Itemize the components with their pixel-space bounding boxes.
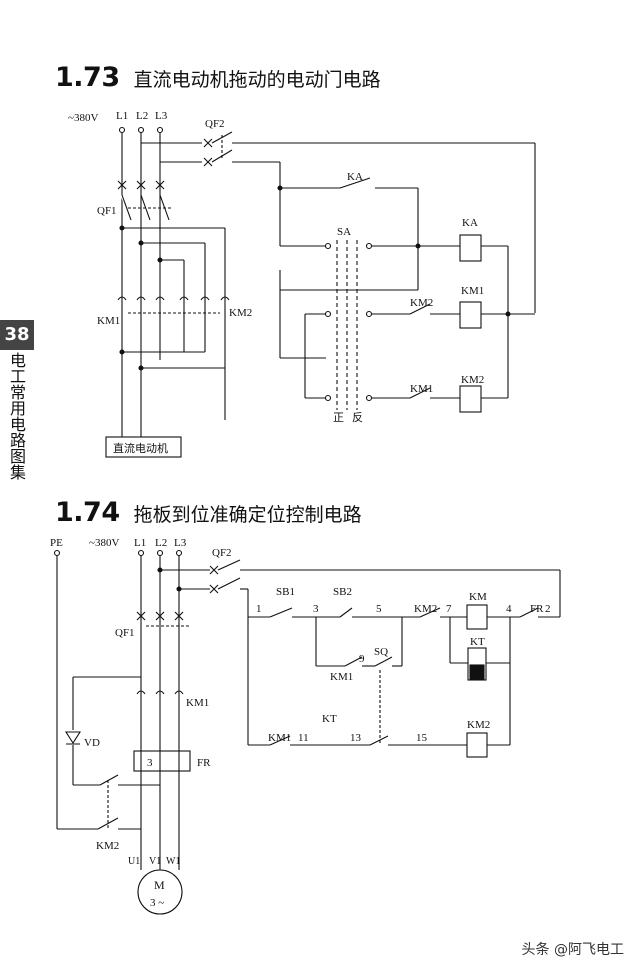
sb1-label: SB1: [276, 586, 295, 598]
node-5: 5: [376, 603, 382, 615]
reverse-label: 反: [352, 411, 363, 424]
fr-thermal-relay: [133, 750, 191, 772]
pe-label: PE: [50, 537, 63, 549]
km-contacts: KM1 KM2: [97, 296, 252, 327]
book-side-label: 电工常用电路图集: [7, 352, 26, 480]
km2-main-label: KM2: [96, 840, 119, 852]
km2-label: KM2: [229, 307, 252, 319]
qf1-label: QF1: [97, 205, 117, 217]
phase-l2: L2: [136, 110, 148, 122]
qf2-label: QF2: [212, 547, 232, 559]
km1-interlock-label: KM1: [410, 383, 433, 395]
section-title-text: 直流电动机拖动的电动门电路: [133, 69, 381, 91]
control-circuit-1-73: KA SA KA KM2 KM1: [277, 171, 535, 424]
km2-coil: [459, 385, 482, 413]
diagram-1-73: ~380V L1 L2 L3 QF1 QF2: [68, 110, 536, 458]
node-1: 1: [256, 603, 262, 615]
phase-l1: L1: [134, 537, 146, 549]
page-number-tab: 38: [0, 320, 34, 350]
km1-coil: [459, 301, 482, 329]
km2-coil-label: KM2: [467, 719, 490, 731]
motor-phase-label: 3 ~: [150, 897, 164, 909]
terminal-u1: U1: [128, 856, 140, 867]
watermark: 头条 @阿飞电工: [521, 942, 624, 958]
voltage-label: ~380V: [68, 112, 98, 124]
node-11: 11: [298, 732, 309, 744]
terminal-w1: W1: [166, 856, 180, 867]
node-15: 15: [416, 732, 428, 744]
forward-label: 正: [333, 412, 344, 424]
node-13: 13: [350, 732, 362, 744]
sq-label: SQ: [374, 646, 388, 658]
kt-coil: [467, 647, 487, 681]
voltage-label: ~380V: [89, 537, 119, 549]
km1-label: KM1: [97, 315, 120, 327]
sb2-label: SB2: [333, 586, 352, 598]
phase-l1: L1: [116, 110, 128, 122]
phase-l2: L2: [155, 537, 167, 549]
qf2-breaker: QF2: [141, 118, 536, 313]
terminal-v1: V1: [149, 856, 161, 867]
vd-label: VD: [84, 737, 100, 749]
node-7: 7: [446, 603, 452, 615]
kt-coil-label: KT: [470, 636, 485, 648]
fr-label: FR: [197, 757, 211, 769]
control-circuit-1-74: KM KT FR SB1 SB2 KM2 KM1 SQ KM2 KM1: [248, 586, 560, 758]
km1-coil-label: KM1: [461, 285, 484, 297]
section-title-1-74: 1.74 拖板到位准确定位控制电路: [55, 497, 362, 528]
diagram-1-74: PE ~380V L1 L2 L3 QF2 QF1 KM1 VD 3 FR: [50, 537, 561, 915]
dc-motor-box: [105, 436, 182, 458]
three-phase-motor: [137, 869, 183, 915]
dc-motor-label: 直流电动机: [113, 441, 168, 455]
node-9: 9: [359, 653, 365, 665]
section-title-1-73: 1.73 直流电动机拖动的电动门电路: [55, 62, 381, 93]
qf1-label: QF1: [115, 627, 135, 639]
motor-m-label: M: [154, 878, 165, 892]
km-coil-label: KM: [469, 591, 487, 603]
sa-label: SA: [337, 226, 351, 238]
ka-coil-label: KA: [462, 217, 478, 229]
ka-coil: [459, 234, 482, 262]
section-number: 1.74: [55, 497, 120, 528]
node-2: 2: [545, 603, 551, 615]
km-coil: [466, 604, 488, 630]
phase-l3: L3: [155, 110, 168, 122]
km1-holding-label: KM1: [330, 671, 353, 683]
kt-contact-label: KT: [322, 713, 337, 725]
fr-contact-label: FR: [530, 603, 544, 615]
kt-delay-marker: [469, 664, 485, 680]
km1-contact-b-label: KM1: [268, 732, 291, 744]
km2-coil-label: KM2: [461, 374, 484, 386]
fr-box-label: 3: [147, 757, 153, 769]
phase-l3: L3: [174, 537, 187, 549]
km1-main-label: KM1: [186, 697, 209, 709]
section-number: 1.73: [55, 62, 120, 93]
km2-coil: [466, 732, 488, 758]
qf1-breaker: QF1: [97, 180, 172, 221]
node-3: 3: [313, 603, 319, 615]
node-4: 4: [506, 603, 512, 615]
qf2-label: QF2: [205, 118, 225, 130]
km2-interlock-label: KM2: [414, 603, 437, 615]
km2-interlock-label: KM2: [410, 297, 433, 309]
ka-contact-label: KA: [347, 171, 363, 183]
section-title-text: 拖板到位准确定位控制电路: [133, 504, 362, 526]
